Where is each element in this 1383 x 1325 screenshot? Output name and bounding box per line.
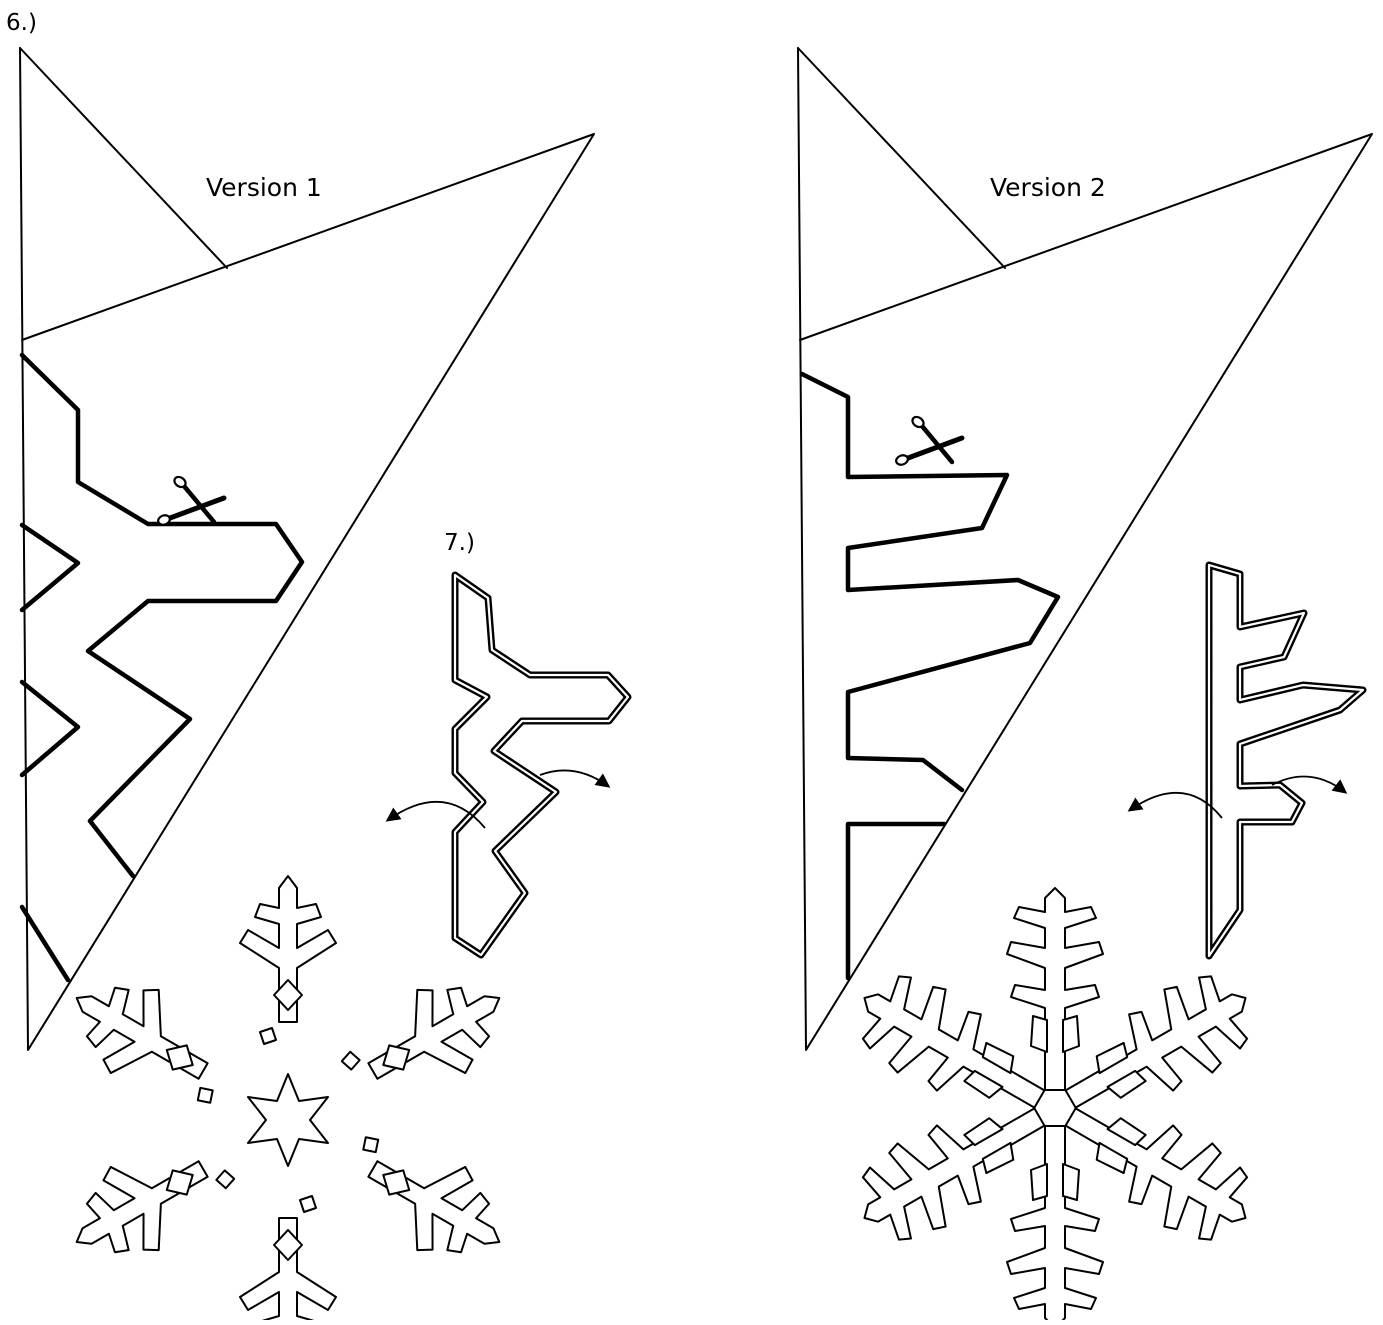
version-2-cut-pattern (802, 374, 1058, 978)
version-2-label: Version 2 (990, 173, 1106, 202)
version-1-label: Version 1 (206, 173, 322, 202)
version-1-cut-pattern (22, 355, 302, 980)
step-7-label: 7.) (444, 530, 475, 556)
version-1-unfolded-piece (455, 575, 628, 955)
scissors-icon (895, 415, 962, 466)
curved-arrow-left-icon (388, 802, 485, 828)
step-6-label: 6.) (6, 10, 37, 36)
version-2-snowflake (840, 888, 1269, 1320)
version-1-snowflake (53, 876, 524, 1320)
scissors-icon (157, 475, 224, 526)
curved-arrow-right-icon (540, 770, 608, 786)
version-2-unfolded-piece (1209, 565, 1363, 956)
